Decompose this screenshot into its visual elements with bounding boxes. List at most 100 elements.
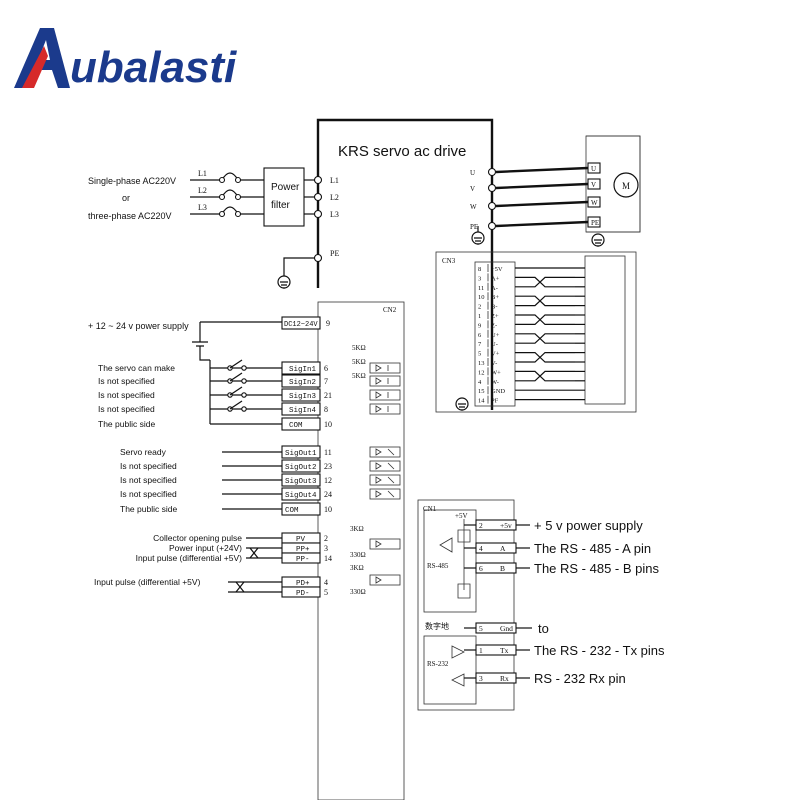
cn1-pin-name: Rx — [500, 674, 509, 683]
cn2-pulse-pin-name: PP+ — [296, 546, 310, 554]
cn2-output-pin-name: COM — [285, 507, 299, 515]
motor-terminal — [487, 221, 497, 231]
twisted-pair — [515, 295, 575, 307]
cn1-pin-desc: The RS - 232 - Tx pins — [534, 643, 665, 658]
cn3-pin-name: Z+ — [491, 313, 499, 320]
cn3-pin-num: 4 — [478, 379, 482, 386]
cn2-output-desc: Is not specified — [120, 489, 177, 499]
cn1-pin-name: A — [500, 544, 506, 553]
transistor-icon — [375, 462, 395, 470]
cn1-5v-label: +5V — [455, 512, 468, 520]
cn1-pin-num: 2 — [479, 521, 483, 530]
twisted-pair — [249, 547, 259, 559]
cn2-output-pin-name: SigOut1 — [285, 450, 317, 458]
cn2-input-pin-box — [281, 402, 321, 416]
cn2-dir-desc: Input pulse (differential +5V) — [94, 577, 201, 587]
drive-power-terminal — [313, 192, 323, 202]
motor-wire — [495, 182, 589, 190]
motor-box-terminal — [587, 216, 601, 228]
cn2-input-desc: Is not specified — [98, 404, 155, 414]
motor-ground-icon — [471, 231, 485, 245]
res5k-1: 5KΩ — [352, 344, 366, 352]
cn2-power-pin-num: 9 — [326, 319, 330, 328]
switch-contact — [241, 378, 247, 384]
cn2-power-label: + 12 ~ 24 v power supply — [88, 321, 189, 331]
cn3-outer-box — [435, 251, 637, 413]
drive-power-terminal-label: L1 — [330, 176, 339, 185]
cn3-pin-num: 15 — [478, 388, 485, 395]
cn3-pin-name: B- — [491, 304, 498, 311]
motor-wire — [495, 220, 589, 228]
optocoupler-icon — [369, 538, 401, 550]
phase-label: L1 — [198, 169, 207, 178]
cn2-battery — [192, 321, 282, 361]
pe-wire — [283, 257, 318, 276]
cn3-pin-name: A+ — [491, 275, 500, 282]
cn2-input-pin-num: 21 — [324, 391, 332, 400]
motor-label: M — [622, 181, 630, 191]
phase-label: L3 — [198, 203, 207, 212]
transistor-icon — [375, 476, 395, 484]
cn3-pin-name: PF — [491, 398, 499, 405]
cn3-pin-num: 1 — [478, 313, 481, 320]
res330-1: 330Ω — [350, 551, 366, 559]
transistor-icon — [375, 448, 395, 456]
cn3-pin-num: 14 — [478, 398, 485, 405]
logo-a-mark — [14, 28, 70, 88]
phase-label: L2 — [198, 186, 207, 195]
motor-terminal — [487, 201, 497, 211]
switch-icon — [229, 359, 243, 369]
cn2-output-pin-num: 24 — [324, 490, 332, 499]
logo-accent — [22, 46, 48, 88]
cn2-pulse-pin-num: 3 — [324, 544, 328, 553]
cn1-box — [417, 499, 515, 711]
cn3-pin-name: W+ — [491, 369, 501, 376]
cn2-output-pin-box — [281, 473, 321, 487]
res3k-2: 3KΩ — [350, 564, 364, 572]
cn3-pin-num: 2 — [478, 304, 481, 311]
filter-label-1: Power — [271, 182, 300, 193]
rs485-driver-icon — [439, 537, 453, 553]
breaker-contact — [218, 176, 226, 184]
drive-power-terminal — [313, 209, 323, 219]
motor-wire — [495, 200, 589, 208]
cn2-pulse-pin-num: 14 — [324, 554, 332, 563]
rs232-tx-icon — [451, 645, 465, 659]
cn2-dir-pin-num: 4 — [324, 578, 328, 587]
motor-terminal — [487, 167, 497, 177]
optocoupler-icon — [369, 362, 401, 374]
cn2-input-pin-box — [281, 361, 321, 375]
cn1-pin-name: B — [500, 564, 505, 573]
led-icon — [375, 540, 382, 548]
cn3-pin-num: 12 — [478, 369, 485, 376]
cn3-pin-name: V- — [491, 360, 497, 367]
rs485-bias — [457, 519, 471, 599]
optocoupler-icon — [369, 488, 401, 500]
optocoupler-icon — [369, 574, 401, 586]
cn2-input-desc: The servo can make — [98, 363, 175, 373]
cn2-output-pin-box — [281, 502, 321, 516]
cn3-pin-num: 5 — [478, 351, 481, 358]
rs232-box — [423, 635, 477, 705]
breaker-contact — [218, 210, 226, 218]
power-filter-box — [263, 167, 305, 227]
switch-contact — [241, 392, 247, 398]
cn1-pin-name: Tx — [500, 646, 509, 655]
switch-icon — [229, 400, 243, 410]
cn2-output-pin-num: 23 — [324, 462, 332, 471]
led-icon — [375, 391, 389, 399]
cn2-output-desc: Is not specified — [120, 461, 177, 471]
cn2-output-pin-name: SigOut2 — [285, 464, 317, 472]
cn3-pin-name: A- — [491, 285, 498, 292]
motor-box-terminal-label: PE — [591, 219, 599, 227]
cn2-pulse-pin-num: 2 — [324, 534, 328, 543]
cn3-pin-num: 11 — [478, 285, 484, 292]
cn2-pulse-pin-name: PV — [296, 536, 306, 544]
cn2-pulse-pin-name: PP- — [296, 556, 310, 564]
motor-box-terminal — [587, 178, 601, 190]
cn2-output-desc: The public side — [120, 504, 177, 514]
cn2-output-desc: Is not specified — [120, 475, 177, 485]
optocoupler-icon — [369, 446, 401, 458]
